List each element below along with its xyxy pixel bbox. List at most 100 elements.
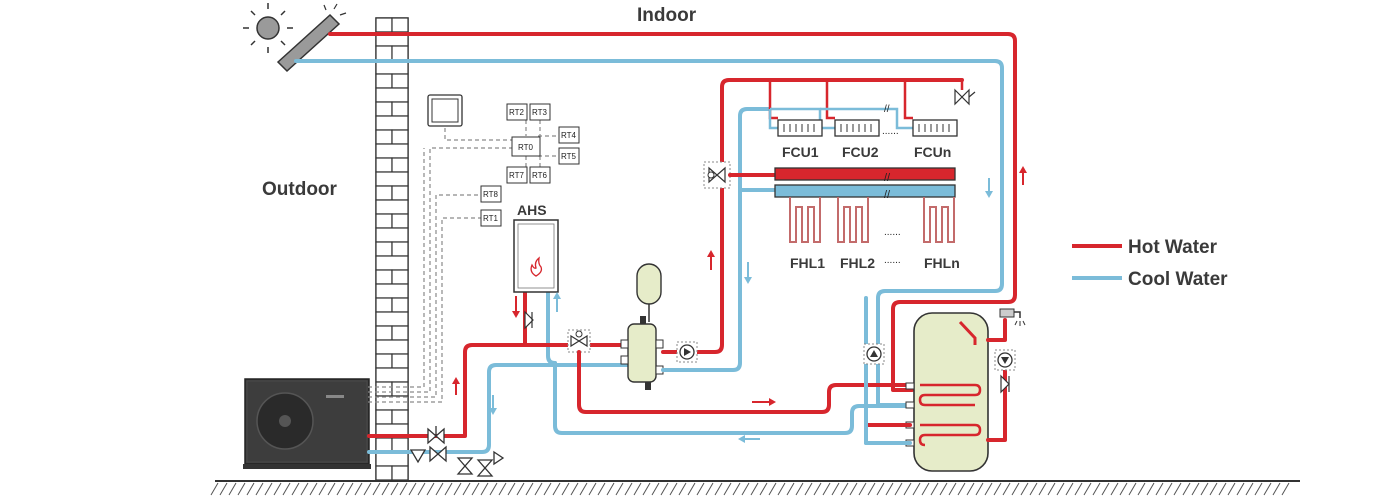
fhl-label-ellipsis: ...... bbox=[884, 255, 901, 266]
brick bbox=[375, 101, 393, 117]
brick bbox=[375, 283, 409, 299]
buffer-tank bbox=[620, 316, 664, 390]
valve-icon[interactable] bbox=[456, 457, 474, 475]
check-valve-icon bbox=[524, 310, 534, 330]
rt3-label: RT3 bbox=[532, 108, 548, 117]
bypass-valve-icon[interactable] bbox=[954, 88, 976, 106]
solar-collector bbox=[243, 3, 347, 73]
room-thermostat[interactable]: RT1 bbox=[480, 209, 502, 227]
brick bbox=[375, 339, 409, 355]
fcu1-label: FCU1 bbox=[782, 144, 819, 160]
fhl2-label: FHL2 bbox=[840, 255, 875, 271]
room-thermostat[interactable]: RT6 bbox=[529, 166, 551, 184]
brick bbox=[375, 255, 409, 271]
fhl1-label: FHL1 bbox=[790, 255, 825, 271]
brick bbox=[391, 157, 409, 173]
ahs-boiler: AHS bbox=[513, 202, 559, 293]
fhln-label: FHLn bbox=[924, 255, 960, 271]
brick bbox=[391, 241, 409, 257]
fcu-unit bbox=[912, 119, 958, 137]
fcu-unit bbox=[777, 119, 823, 137]
circulation-pump[interactable] bbox=[863, 343, 885, 365]
tap-icon bbox=[999, 308, 1026, 326]
room-thermostat[interactable]: RT7 bbox=[506, 166, 528, 184]
brick bbox=[375, 199, 409, 215]
brick-wall bbox=[375, 17, 409, 481]
brick bbox=[375, 409, 393, 425]
outdoor-label: Outdoor bbox=[262, 179, 338, 200]
brick bbox=[375, 297, 393, 313]
rt2-label: RT2 bbox=[509, 108, 525, 117]
flame-icon bbox=[530, 256, 543, 277]
brick bbox=[375, 353, 393, 369]
check-valve-icon bbox=[1000, 374, 1010, 394]
three-way-valve[interactable] bbox=[567, 329, 591, 353]
rt7-label: RT7 bbox=[509, 171, 525, 180]
valve-icon[interactable] bbox=[427, 426, 445, 445]
room-thermostat[interactable]: RT0 bbox=[511, 136, 541, 157]
indoor-cool-riser bbox=[661, 107, 772, 372]
brick bbox=[391, 269, 409, 285]
solar-panel bbox=[276, 13, 341, 73]
room-thermostat[interactable]: RT3 bbox=[529, 103, 551, 121]
brick bbox=[391, 101, 409, 117]
room-thermostat[interactable]: RT2 bbox=[506, 103, 528, 121]
break-mark: // bbox=[884, 104, 890, 115]
expansion-tank bbox=[636, 263, 662, 322]
room-thermostat[interactable]: RT8 bbox=[480, 185, 502, 203]
valve-icon[interactable] bbox=[429, 445, 447, 463]
fhl-ellipsis: ...... bbox=[884, 227, 901, 238]
brick bbox=[391, 185, 409, 201]
fcu-unit bbox=[834, 119, 880, 137]
solar-cool-pipe bbox=[294, 59, 1004, 407]
flow-arrow bbox=[452, 166, 1027, 443]
brick bbox=[375, 87, 409, 103]
sun-icon bbox=[243, 3, 293, 53]
brick bbox=[391, 381, 409, 397]
brick bbox=[375, 17, 393, 33]
brick bbox=[375, 115, 409, 131]
room-thermostat[interactable]: RT4 bbox=[558, 126, 580, 144]
brick bbox=[375, 171, 409, 187]
legend-cool-label: Cool Water bbox=[1128, 269, 1228, 290]
brick bbox=[391, 213, 409, 229]
brick bbox=[391, 437, 409, 453]
brick bbox=[375, 157, 393, 173]
circulation-pump[interactable] bbox=[994, 349, 1016, 371]
brick bbox=[391, 73, 409, 89]
brick bbox=[375, 395, 409, 411]
brick bbox=[375, 185, 393, 201]
rt4-label: RT4 bbox=[561, 131, 577, 140]
brick bbox=[375, 325, 393, 341]
mixing-valve[interactable] bbox=[703, 161, 731, 189]
brick bbox=[375, 451, 409, 467]
dhw-outlet-pipe bbox=[986, 318, 1007, 342]
floor-heating-loops bbox=[789, 197, 955, 243]
flow-arrow bbox=[512, 292, 561, 318]
legend-hot-label: Hot Water bbox=[1128, 237, 1218, 258]
circulation-pump[interactable] bbox=[676, 341, 698, 363]
brick bbox=[391, 353, 409, 369]
controller-screen[interactable] bbox=[427, 94, 463, 127]
svg-text://: // bbox=[884, 189, 891, 201]
ahs-label: AHS bbox=[517, 202, 547, 218]
hot-to-tank-pipe bbox=[577, 350, 914, 414]
dhw-return-pipe bbox=[986, 368, 1007, 442]
brick bbox=[391, 129, 409, 145]
ground bbox=[210, 480, 1300, 496]
rt8-label: RT8 bbox=[483, 190, 499, 199]
valve-icon[interactable] bbox=[476, 450, 505, 477]
cool-from-tank-pipe bbox=[553, 361, 914, 435]
fcu2-label: FCU2 bbox=[842, 144, 879, 160]
main-cool-pipe bbox=[367, 363, 630, 454]
rt5-label: RT5 bbox=[561, 152, 577, 161]
filter-icon bbox=[409, 449, 427, 464]
fcu-branches bbox=[768, 80, 913, 130]
brick bbox=[375, 45, 393, 61]
brick bbox=[375, 437, 393, 453]
room-thermostat[interactable]: RT5 bbox=[558, 147, 580, 165]
ahs-cool-out bbox=[546, 290, 557, 365]
brick bbox=[375, 465, 393, 481]
control-wiring bbox=[368, 120, 559, 403]
